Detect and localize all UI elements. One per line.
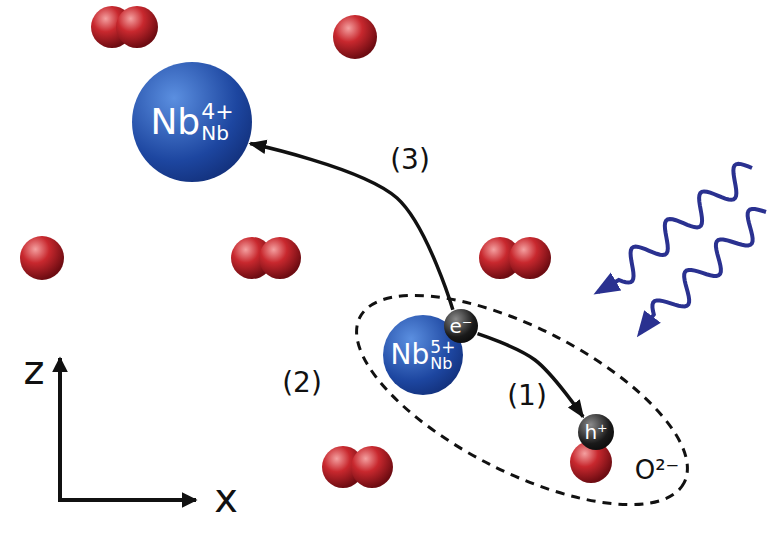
niobium-atom: Nb4+Nb [132, 62, 252, 182]
niobium-atom: Nb5+Nbe⁻ [383, 315, 463, 395]
oxygen-atom [116, 6, 158, 48]
transfer-arrow [250, 144, 453, 310]
node-label: Nb5+Nb [391, 339, 456, 372]
x-axis [58, 498, 196, 502]
element-symbol: Nb [150, 104, 200, 140]
oxygen-atom [259, 237, 301, 279]
transfer-arrow [478, 334, 584, 417]
element-symbol: Nb [391, 341, 430, 369]
oxygen-atom [509, 237, 551, 279]
axis-label: x [214, 478, 238, 518]
light-waves [598, 164, 766, 333]
ion-label: O²⁻ [635, 457, 680, 483]
oxygen-atoms [20, 6, 612, 488]
particle-symbol: h⁺ [584, 422, 607, 442]
z-axis [58, 358, 62, 502]
exciton-outline [327, 253, 717, 544]
photon-wave [640, 209, 766, 333]
axis-label: z [24, 350, 45, 390]
oxygen-atom [20, 236, 64, 280]
charge-superscript: 5+ [430, 339, 455, 356]
particle-symbol: e⁻ [450, 316, 473, 336]
oxygen-atom [333, 15, 377, 59]
site-subscript: Nb [430, 356, 455, 372]
photon-wave [598, 164, 752, 292]
charge-superscript: 4+ [201, 101, 233, 123]
oxygen-atom [351, 446, 393, 488]
index-stack: 4+Nb [201, 101, 233, 143]
site-subscript: Nb [201, 123, 233, 143]
callout-number: (3) [388, 145, 432, 175]
node-label: h⁺ [584, 422, 607, 442]
callout-number: (1) [505, 381, 549, 411]
hole: h⁺ [578, 414, 614, 450]
index-stack: 5+Nb [430, 339, 455, 372]
electron: e⁻ [444, 309, 478, 343]
node-label: Nb4+Nb [150, 101, 233, 143]
callout-number: (2) [282, 369, 322, 397]
node-label: e⁻ [450, 316, 473, 336]
